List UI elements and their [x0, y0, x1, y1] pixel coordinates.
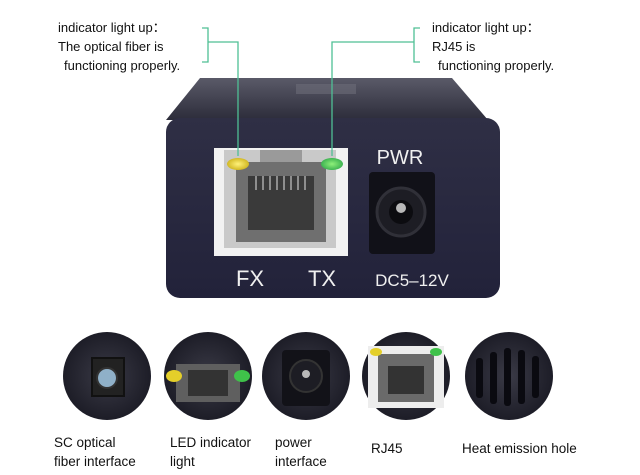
callout-rj45-line2: RJ45 is	[432, 39, 476, 54]
callout-rj45-line1: indicator light up：	[432, 20, 540, 35]
thumb-sc-fiber	[63, 332, 151, 420]
fx-label: FX	[236, 266, 264, 291]
tx-led	[321, 158, 343, 170]
callout-fiber-line1: indicator light up：	[58, 20, 166, 35]
thumb-label-sc-fiber: SC optical fiber interface	[54, 435, 136, 469]
fx-led	[227, 158, 249, 170]
callout-fiber: indicator light up： The optical fiber is…	[58, 18, 180, 75]
thumb-label-heat: Heat emission hole	[462, 441, 577, 456]
dc-voltage-label: DC5–12V	[375, 271, 449, 290]
thumb-heat-emission	[465, 332, 553, 420]
callout-rj45: indicator light up： RJ45 is functioning …	[432, 18, 554, 75]
tx-label: TX	[308, 266, 336, 291]
housing-top	[166, 78, 488, 120]
callout-fiber-line3: functioning properly.	[64, 58, 181, 73]
callout-rj45-line3: functioning properly.	[438, 58, 555, 73]
media-converter-front: PWR FX TX DC5–12V	[166, 27, 500, 298]
dc-power-jack	[369, 172, 435, 254]
housing-top-sticker	[296, 84, 356, 94]
callout-fiber-line2: The optical fiber is	[58, 39, 164, 54]
thumb-label-led: LED indicator light	[170, 435, 252, 469]
thumb-label-rj45: RJ45	[371, 441, 403, 456]
callout-connector-fiber	[202, 27, 239, 156]
pwr-label: PWR	[377, 147, 424, 169]
thumbnail-row	[63, 332, 553, 420]
thumb-label-power: power interface	[275, 435, 327, 469]
thumb-led-indicator	[164, 332, 252, 420]
callout-connector-rj45	[331, 27, 420, 156]
thumb-rj45	[362, 332, 450, 420]
thumb-power-interface	[262, 332, 350, 420]
